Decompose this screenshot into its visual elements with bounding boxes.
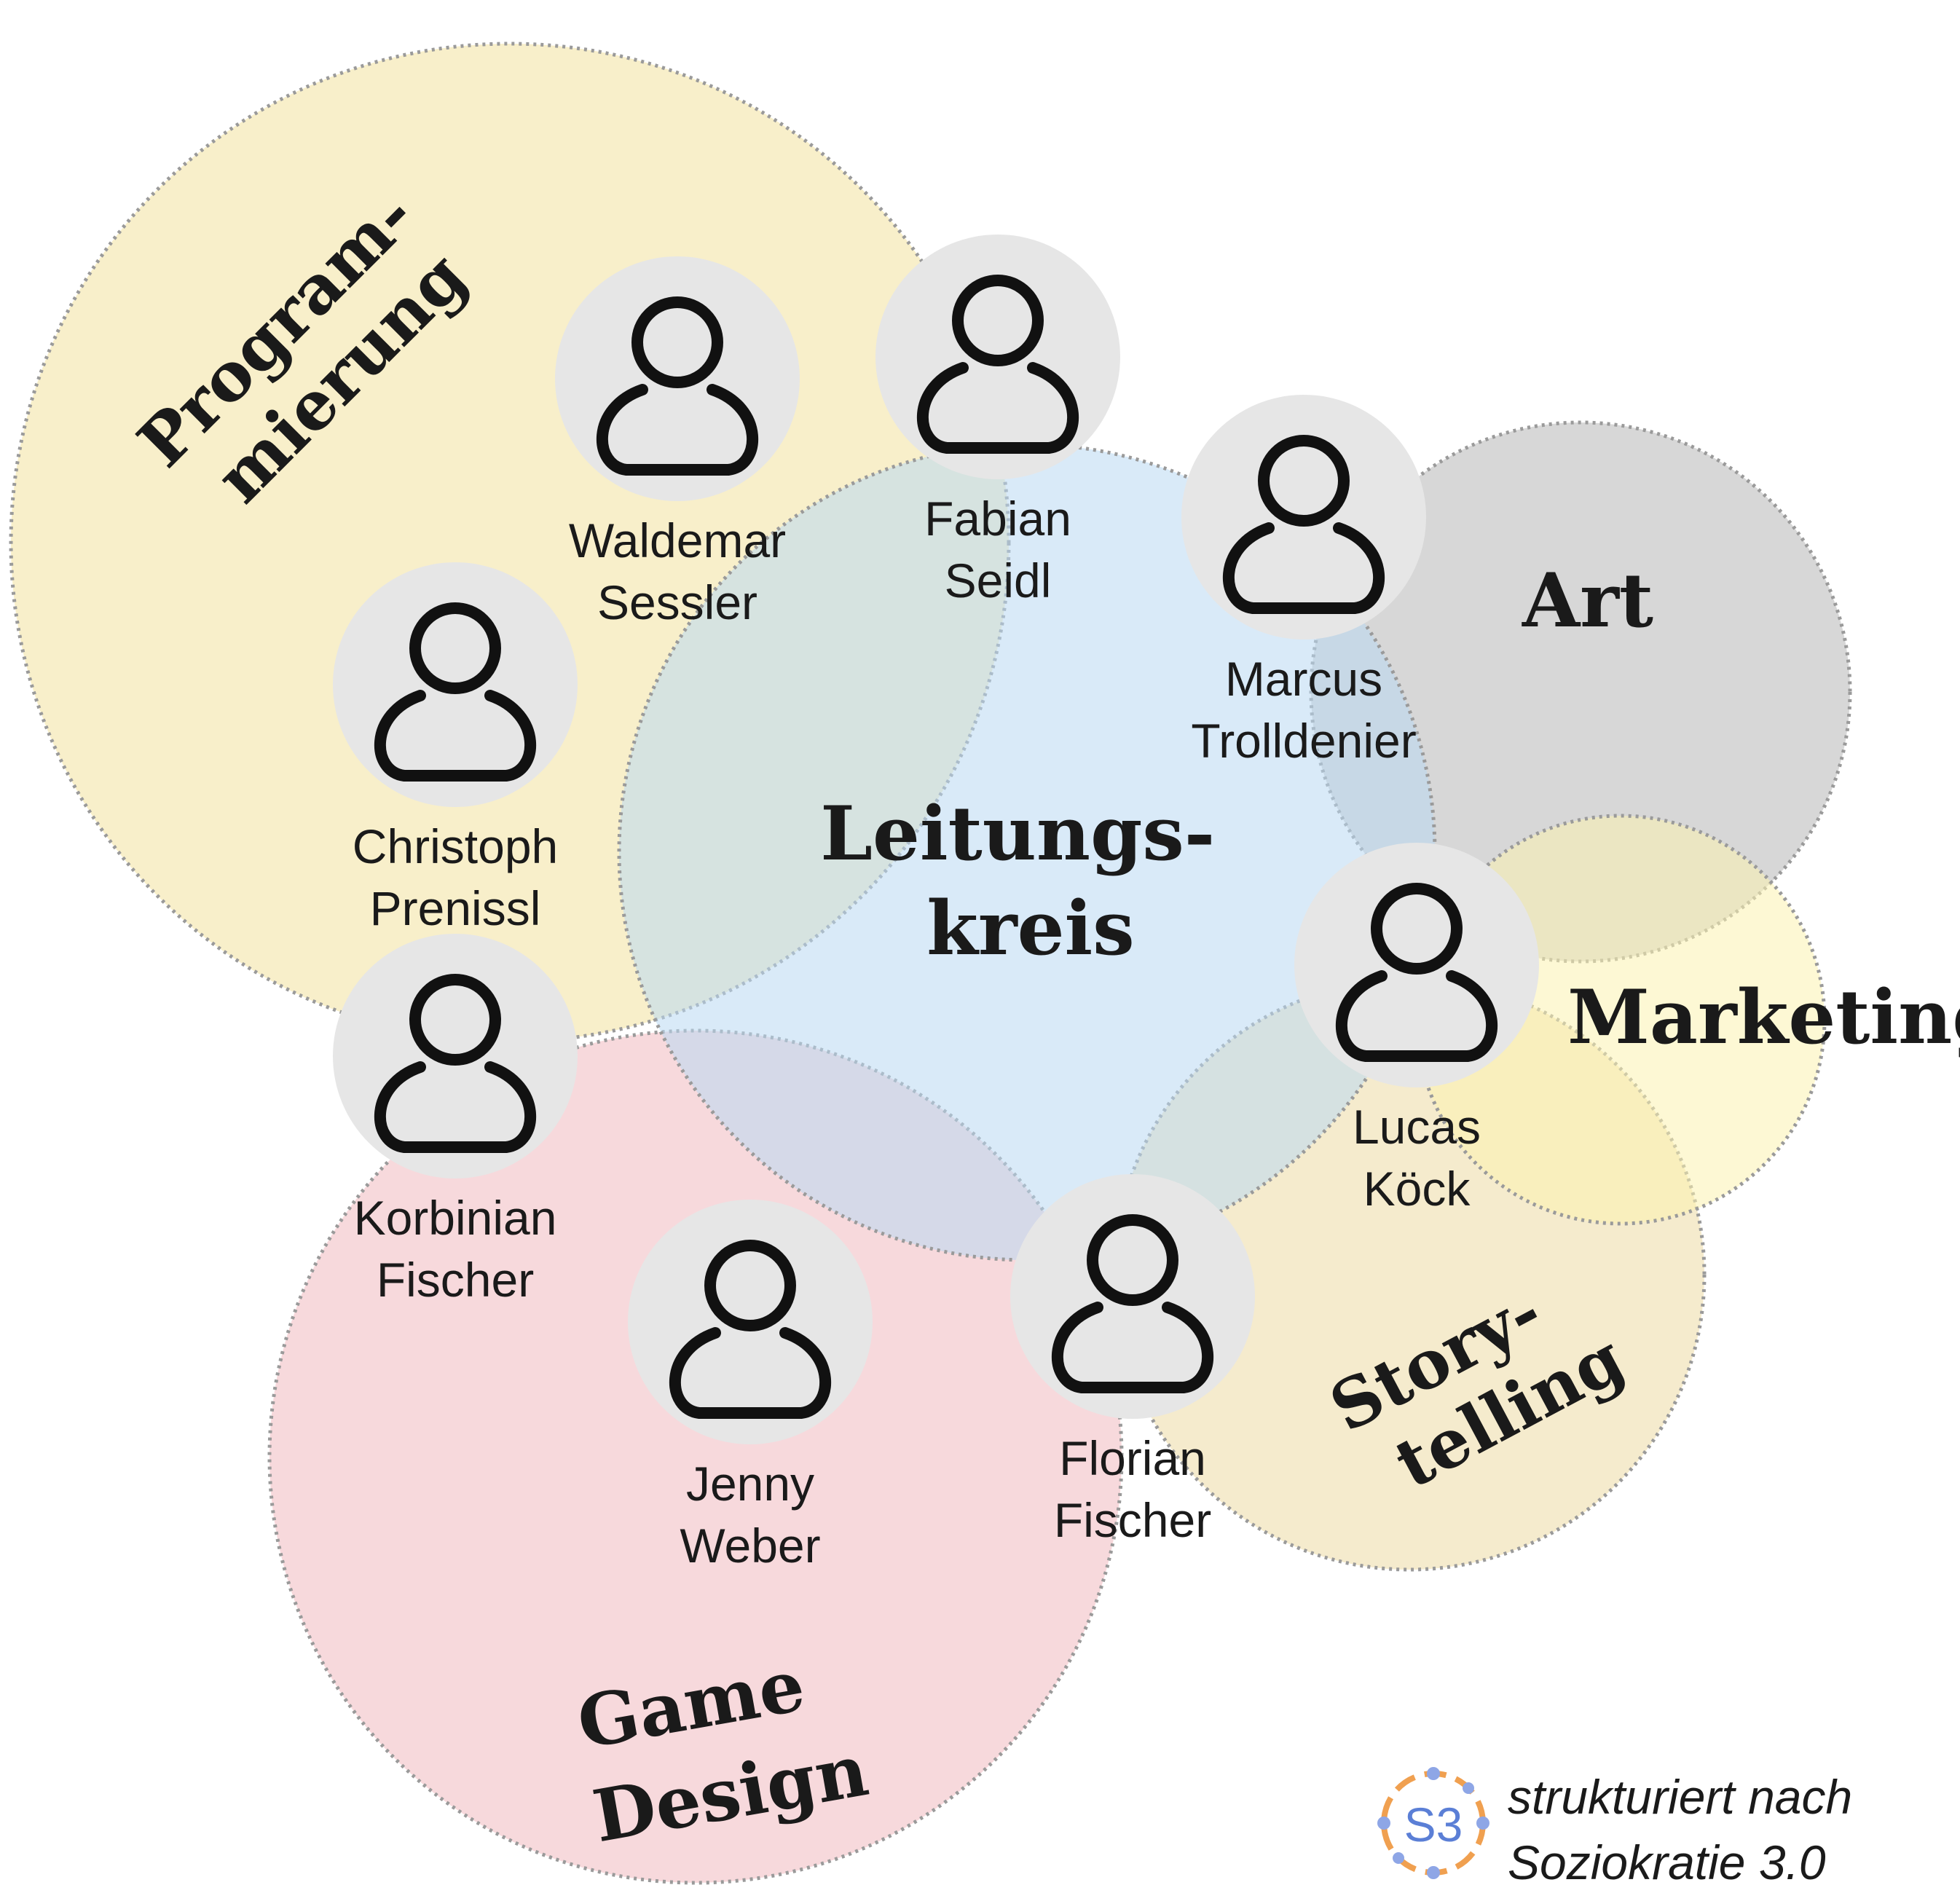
person-last-name: Weber [680,1519,820,1573]
person-first-name: Florian [1059,1431,1206,1485]
person-icon-head [409,602,501,694]
person-last-name: Fischer [377,1253,534,1307]
footer-line-2: Soziokratie 3.0 [1508,1835,1826,1889]
s3-logo-dot [1427,1767,1440,1780]
person-icon-body [916,362,1079,454]
s3-logo-dot [1427,1866,1440,1879]
person-icon-head [1258,435,1350,527]
person-icon-body [669,1327,832,1419]
s3-logo-dot [1393,1852,1404,1864]
person-icon-body [1051,1302,1214,1393]
circle-label-leitungskreis: Leitungs- kreis [820,790,1240,972]
person-icon-head [1087,1214,1178,1306]
footer-line-1: strukturiert nach [1508,1770,1852,1824]
person-icon-body [374,690,537,782]
person-icon-body [374,1061,537,1153]
s3-logo-dot [1463,1782,1474,1794]
person-first-name: Waldemar [569,513,786,567]
person-last-name: Köck [1363,1162,1471,1216]
s3-logo-text: S3 [1404,1798,1463,1851]
person-icon-body [1335,970,1498,1062]
person-first-name: Korbinian [354,1191,557,1245]
person-icon-head [631,296,723,388]
person-first-name: Lucas [1353,1100,1481,1154]
person-first-name: Christoph [353,819,558,873]
circle-label-marketing: Marketing [1567,974,1960,1061]
person-last-name: Prenissl [370,881,541,935]
s3-logo: S3 [1377,1767,1489,1879]
person-first-name: Fabian [924,492,1071,546]
circle-label-art: Art [1522,557,1653,645]
person-icon-head [952,275,1044,366]
person-icon-head [1371,883,1463,975]
person-last-name: Fischer [1054,1493,1211,1547]
person-last-name: Trolldenier [1191,714,1416,768]
person-first-name: Jenny [686,1457,814,1511]
person-last-name: Sessler [597,575,757,629]
s3-logo-dot [1476,1817,1489,1830]
person-icon-head [704,1240,796,1331]
people-layer: WaldemarSesslerFabianSeidlMarcusTrollden… [333,235,1539,1573]
person-icon-head [409,974,501,1066]
s3-logo-dot [1377,1817,1390,1830]
person-last-name: Seidl [945,554,1052,607]
person-icon-body [1222,522,1385,614]
person-first-name: Marcus [1225,652,1382,706]
person-icon-body [596,384,759,476]
